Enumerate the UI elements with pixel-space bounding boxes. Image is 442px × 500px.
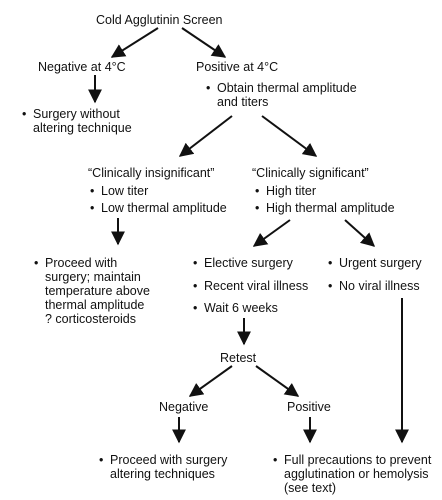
root-title: Cold Agglutinin Screen xyxy=(96,13,223,27)
elective-item-elective-surgery: Elective surgery xyxy=(193,256,293,270)
negative-4c-title: Negative at 4°C xyxy=(38,60,126,74)
insignificant-item-low-titer: Low titer xyxy=(90,184,148,198)
arrow-positive-to-significant xyxy=(261,115,318,157)
retest-positive-item: Full precautions to prevent agglutinatio… xyxy=(273,453,431,495)
insignificant-title: “Clinically insignificant” xyxy=(88,166,215,180)
insignificant-item-low-thermal: Low thermal amplitude xyxy=(90,201,227,215)
positive-4c-title: Positive at 4°C xyxy=(196,60,279,74)
arrow-root-to-negative xyxy=(110,27,159,58)
urgent-item-urgent-surgery: Urgent surgery xyxy=(328,256,422,270)
significant-item-high-titer: High titer xyxy=(255,184,316,198)
retest-positive-title: Positive xyxy=(287,400,331,414)
positive-4c-item: Obtain thermal amplitude and titers xyxy=(206,81,357,109)
negative-4c-item: Surgery without altering technique xyxy=(22,107,132,135)
arrow-retest-to-positive xyxy=(255,365,300,397)
elective-item-recent-viral: Recent viral illness xyxy=(193,279,308,293)
arrow-retest-to-negative xyxy=(188,365,233,397)
insignificant-action: Proceed with surgery; maintain temperatu… xyxy=(34,256,150,326)
arrow-significant-to-urgent xyxy=(344,219,376,247)
significant-title: “Clinically significant” xyxy=(252,166,369,180)
arrow-positive-to-insignificant xyxy=(178,115,233,157)
retest-negative-item: Proceed with surgery altering techniques xyxy=(99,453,227,481)
significant-item-high-thermal: High thermal amplitude xyxy=(255,201,395,215)
urgent-item-no-viral: No viral illness xyxy=(328,279,420,293)
elective-item-wait: Wait 6 weeks xyxy=(193,301,278,315)
arrow-significant-to-elective xyxy=(252,219,291,247)
retest-label: Retest xyxy=(220,351,257,365)
arrow-root-to-positive xyxy=(181,27,227,58)
retest-negative-title: Negative xyxy=(159,400,209,414)
